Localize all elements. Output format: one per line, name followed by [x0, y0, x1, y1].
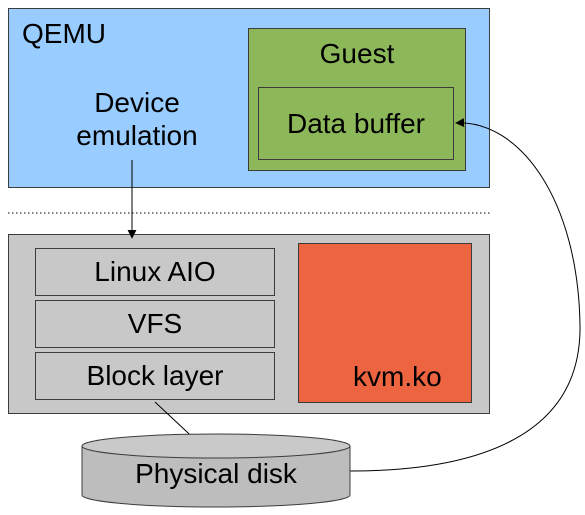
physical-disk	[81, 433, 351, 508]
guest-label: Guest	[319, 38, 395, 69]
qemu-label: QEMU	[22, 18, 106, 49]
disk-to-buffer-arrow	[349, 118, 581, 472]
device-emulation-label: Device emulation	[76, 87, 198, 151]
kvm-module-label: kvm.ko	[353, 361, 442, 392]
data-buffer-label: Data buffer	[286, 108, 426, 139]
physical-disk-label: Physical disk	[135, 458, 297, 489]
data-buffer-box	[258, 87, 454, 160]
linux-aio-layer: Linux AIO	[35, 248, 275, 296]
block-layer: Block layer	[35, 352, 275, 400]
vfs-layer: VFS	[35, 300, 275, 348]
kvm-module-box	[298, 243, 472, 403]
